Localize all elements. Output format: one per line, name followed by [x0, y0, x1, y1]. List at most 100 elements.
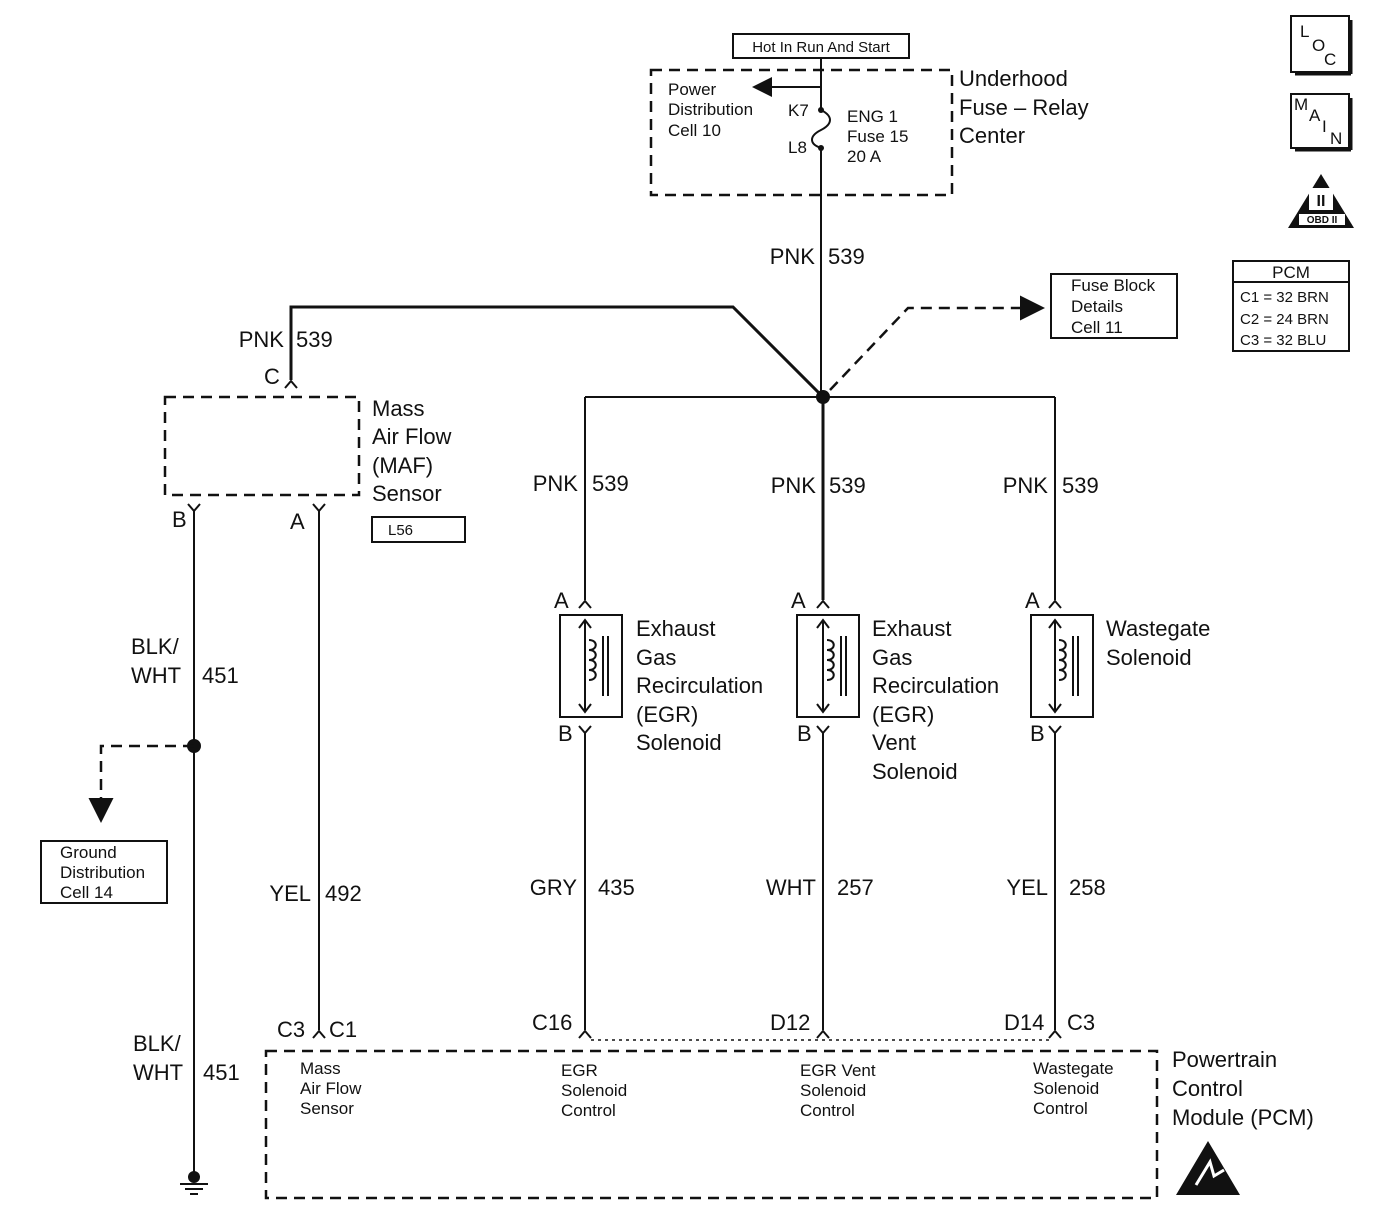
maf-ground-circuit: 451 — [202, 663, 239, 688]
option-code-box — [371, 516, 466, 543]
maf-feed-wire — [289, 305, 825, 399]
vent-feed-circuit: 539 — [829, 473, 866, 498]
wastegate-pin-b: B — [1030, 721, 1045, 746]
fuse-center-title-2: Fuse – Relay — [959, 95, 1089, 120]
pcm-wastegate-terminal — [1048, 1029, 1062, 1039]
maf-pin-b-terminal — [187, 503, 201, 513]
pcm-outline — [264, 1049, 1159, 1200]
maf-pin-a: A — [290, 509, 305, 534]
svg-text:O: O — [1312, 36, 1325, 55]
egr-pin-a: A — [554, 588, 569, 613]
pcm-input-egr-2: Solenoid — [561, 1081, 627, 1100]
egr-pin-b: B — [558, 721, 573, 746]
fuse-center-outline — [649, 68, 954, 197]
pcm-input-maf-3: Sensor — [300, 1099, 354, 1118]
egr-title-4: (EGR) — [636, 702, 698, 727]
pcm-wastegate-conn: C3 — [1067, 1010, 1095, 1035]
pcm-input-vent-1: EGR Vent — [800, 1061, 876, 1080]
maf-pin-b: B — [172, 507, 187, 532]
vent-title-5: Vent — [872, 730, 916, 755]
ground-ref: Ground Distribution Cell 14 — [40, 840, 168, 904]
svg-text:I: I — [1322, 117, 1327, 136]
maf-ground-lower-color-1: BLK/ — [133, 1031, 182, 1056]
fuse-center-title-1: Underhood — [959, 66, 1068, 91]
maf-title-4: Sensor — [372, 481, 442, 506]
maf-pin-c-terminal — [284, 379, 298, 389]
maf-feed-color: PNK — [239, 327, 285, 352]
maf-ground-color-1: BLK/ — [131, 634, 180, 659]
fuse-block-ref-3: Cell 11 — [1071, 318, 1123, 337]
vent-pin-b-terminal — [816, 725, 830, 735]
ground-ref-2: Distribution — [60, 863, 145, 882]
wastegate-control-color: YEL — [1006, 875, 1048, 900]
pcm-maf-terminal — [312, 1029, 326, 1039]
obd-mark: II — [1317, 193, 1326, 210]
wastegate-title-1: Wastegate — [1106, 616, 1210, 641]
loc-icon: L O C — [1290, 15, 1353, 76]
vent-control-circuit: 257 — [837, 875, 874, 900]
pcm-connector-row-3: C3 = 32 BLU — [1240, 332, 1326, 349]
svg-text:A: A — [1309, 106, 1321, 125]
fuse-pin-l8: L8 — [788, 138, 807, 157]
svg-text:M: M — [1294, 95, 1308, 114]
vent-pin-a: A — [791, 588, 806, 613]
egr-feed-circuit: 539 — [592, 471, 629, 496]
vent-pin-b: B — [797, 721, 812, 746]
vent-pin-a-terminal — [816, 599, 830, 609]
fuse-block-ref-2: Details — [1071, 297, 1123, 316]
esd-warning-icon — [1176, 1141, 1240, 1195]
vent-title-2: Gas — [872, 645, 912, 670]
fuse-label-2: Fuse 15 — [847, 127, 908, 146]
svg-text:L: L — [1300, 22, 1309, 41]
power-dist-ref-3: Cell 10 — [668, 121, 721, 140]
pcm-input-wastegate-2: Solenoid — [1033, 1079, 1099, 1098]
pcm-connector-row-2: C2 = 24 BRN — [1240, 311, 1329, 328]
vent-title-6: Solenoid — [872, 759, 958, 784]
pcm-vent-terminal — [816, 1029, 830, 1039]
egr-vent-solenoid: PNK 539 A B Exhaust Gas Recirculation (E… — [771, 397, 999, 784]
maf-signal-circuit: 492 — [325, 881, 362, 906]
power-dist-ref-1: Power — [668, 80, 717, 99]
pcm-connector-title: PCM — [1272, 263, 1310, 282]
fuse-block-ref-arrow — [829, 295, 1045, 391]
pcm-input-vent-2: Solenoid — [800, 1081, 866, 1100]
ground-icon — [180, 1171, 208, 1195]
wastegate-solenoid-body — [1030, 614, 1094, 718]
pcm-input-maf-2: Air Flow — [300, 1079, 362, 1098]
pcm-title-1: Powertrain — [1172, 1047, 1277, 1072]
pcm-egr-terminal — [578, 1029, 592, 1039]
egr-title-2: Gas — [636, 645, 676, 670]
pcm-input-egr-3: Control — [561, 1101, 616, 1120]
egr-feed-color: PNK — [533, 471, 579, 496]
power-source: Hot In Run And Start — [732, 33, 910, 59]
vent-feed-color: PNK — [771, 473, 817, 498]
egr-title-5: Solenoid — [636, 730, 722, 755]
pcm-egr-pin: C16 — [532, 1010, 572, 1035]
pcm-input-wastegate-3: Control — [1033, 1099, 1088, 1118]
ground-ref-arrow — [88, 744, 194, 823]
wastegate-pin-a-terminal — [1048, 599, 1062, 609]
maf-signal-color: YEL — [269, 881, 311, 906]
maf-ground-lower-circuit: 451 — [203, 1060, 240, 1085]
pcm-title-2: Control — [1172, 1076, 1243, 1101]
obd-label: OBD II — [1307, 215, 1338, 226]
vent-solenoid-body — [796, 614, 860, 718]
pcm-module: C3 C1 C16 D12 D14 C3 Powertrain Control … — [264, 1010, 1314, 1200]
option-code: L56 — [388, 522, 413, 539]
maf-title-2: Air Flow — [372, 424, 452, 449]
egr-pin-b-terminal — [578, 725, 592, 735]
fuse-pin-k7: K7 — [788, 101, 809, 120]
vent-title-1: Exhaust — [872, 616, 952, 641]
fuse-label-3: 20 A — [847, 147, 882, 166]
maf-pin-a-terminal — [312, 503, 326, 513]
fuse-block-ref-1: Fuse Block — [1071, 276, 1156, 295]
vent-title-4: (EGR) — [872, 702, 934, 727]
svg-text:N: N — [1330, 129, 1342, 148]
wastegate-coil-icon — [1058, 639, 1067, 681]
egr-pin-a-terminal — [578, 599, 592, 609]
wastegate-title-2: Solenoid — [1106, 645, 1192, 670]
ground-ref-box — [40, 840, 168, 904]
pcm-connector-table: PCM C1 = 32 BRN C2 = 24 BRN C3 = 32 BLU — [1232, 260, 1350, 352]
pcm-input-vent-3: Control — [800, 1101, 855, 1120]
egr-solenoid: PNK 539 A B Exhaust Gas Recirculation (E… — [533, 397, 763, 755]
